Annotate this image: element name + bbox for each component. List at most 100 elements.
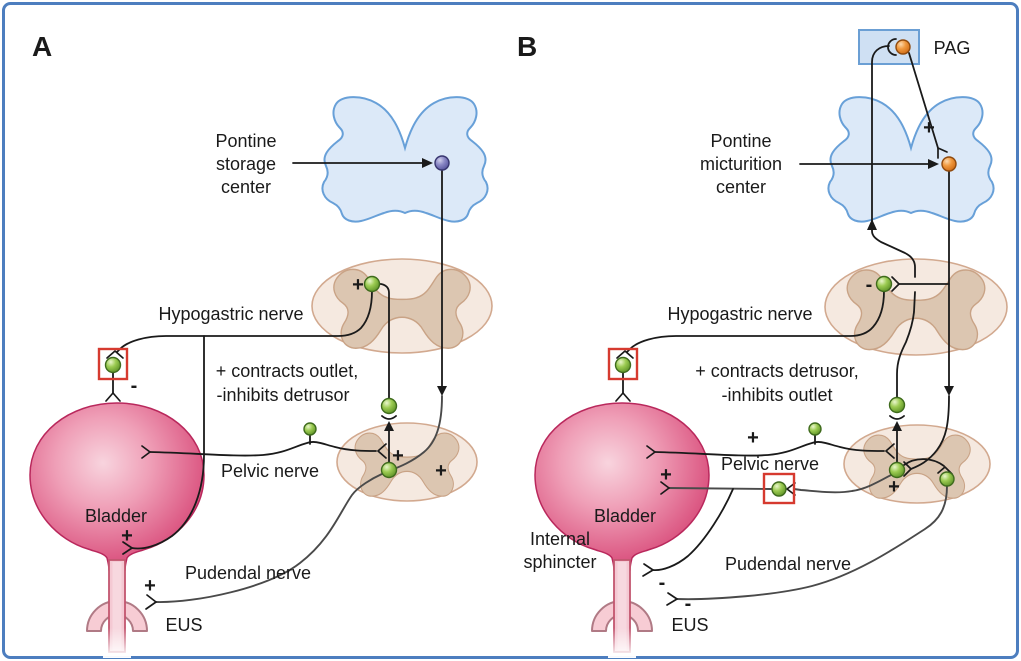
synapse-fork-internal-sphincter: [642, 563, 654, 577]
pudendal-nerve-label-a: Pudendal nerve: [185, 563, 311, 583]
pelvic-afferent-a: [149, 441, 377, 457]
eus-label-b: EUS: [671, 615, 708, 635]
hypogastric-outlet-branch-a: [131, 335, 205, 550]
synapse-fork-bladder-dome-b: [615, 392, 631, 402]
plus-sign: +: [392, 445, 404, 467]
down-arrow-icon: [437, 386, 447, 396]
synapse-fork-detrusor-a: [105, 392, 121, 402]
hypogastric-nerve-path-b: [626, 290, 885, 353]
effect-text-a-line2: -inhibits detrusor: [216, 385, 349, 405]
plus-sign: +: [435, 460, 447, 482]
hypogastric-nerve-path-a: [116, 290, 373, 353]
sympathetic-neuron-b: [875, 275, 893, 293]
pontine-micturition-line2: micturition: [700, 154, 782, 174]
highlight-box-ganglion-b: [607, 347, 639, 381]
pontine-storage-line1: Pontine: [215, 131, 276, 151]
pontine-storage-neuron: [434, 155, 450, 171]
hypogastric-nerve-label-a: Hypogastric nerve: [158, 304, 303, 324]
synapse-fork-eus-b: [666, 592, 678, 606]
synapse-cup-relay-a: [381, 415, 397, 420]
afferent-ending-bladder-a: [141, 445, 151, 459]
up-arrow-icon: [867, 219, 877, 230]
interneuron-to-onuf: [903, 458, 945, 467]
bladder-label-a: Bladder: [85, 506, 147, 526]
pudendal-nerve-path-a: [155, 395, 443, 603]
pudendal-nerve-label-b: Pudendal nerve: [725, 554, 851, 574]
synapse-fork-pmc: [937, 147, 948, 159]
sensory-neuron-b: [808, 422, 822, 436]
afferent-terminal-cord-b: [885, 443, 895, 459]
sympathetic-neuron-a: [363, 275, 381, 293]
labels-a: Pontine storage center Hypogastric nerve…: [85, 131, 447, 635]
pontine-micturition-line3: center: [716, 177, 766, 197]
plus-sign: +: [352, 274, 364, 296]
minus-sign: -: [685, 593, 692, 615]
synapse-fork-detrusor-b: [660, 481, 670, 495]
pontine-micturition-line1: Pontine: [710, 131, 771, 151]
ganglion-neuron-b: [614, 356, 632, 374]
internal-sphincter-branch: [652, 488, 734, 571]
panel-b: B: [517, 29, 1008, 659]
synapse-cup-relay-b: [889, 415, 905, 420]
afferent-terminal-cord-a: [377, 443, 387, 459]
effect-text-a-line1: + contracts outlet,: [216, 361, 359, 381]
highlight-box-pelvic-ganglion: [762, 472, 796, 505]
pag-label: PAG: [934, 38, 971, 58]
right-arrow-icon: [928, 159, 939, 169]
ascending-to-pag-lower: [896, 291, 916, 399]
up-arrow-icon: [384, 421, 394, 431]
thoracolumbar-cord-b: [824, 258, 1008, 356]
sensory-neuron-a: [303, 422, 317, 436]
plus-sign: +: [144, 575, 156, 597]
eus-label-a: EUS: [165, 615, 202, 635]
plus-sign: +: [660, 464, 672, 486]
labels-b: PAG Pontine micturition center Hypogastr…: [523, 38, 970, 635]
relay-neuron-a: [380, 397, 398, 415]
synapse-fork-outlet-a: [122, 541, 133, 555]
minus-sign: -: [131, 375, 138, 397]
plus-sign: +: [923, 117, 935, 139]
panel-a-label: A: [32, 31, 52, 62]
pontine-storage-line3: center: [221, 177, 271, 197]
plus-sign: +: [121, 525, 133, 547]
nerve-pathways-a: [105, 158, 447, 610]
synapse-fork-ganglion-b: [616, 350, 634, 359]
descending-to-sacral: [910, 395, 950, 470]
pudendal-nerve-path-b: [676, 485, 948, 601]
pag-neuron: [895, 39, 911, 55]
plus-sign: +: [747, 427, 759, 449]
synapse-fork-ganglion-a: [106, 350, 124, 359]
pelvic-nerve-label-a: Pelvic nerve: [221, 461, 319, 481]
plus-sign: +: [888, 476, 900, 498]
synapse-fork-eus-a: [145, 594, 157, 610]
thoracolumbar-cord-a: [311, 258, 493, 354]
up-arrow-icon: [892, 421, 902, 431]
effect-text-b-line2: -inhibits outlet: [721, 385, 832, 405]
minus-sign: -: [659, 572, 666, 594]
pontine-micturition-neuron: [941, 156, 957, 172]
effect-text-b-line1: + contracts detrusor,: [695, 361, 859, 381]
neurons-a: [104, 155, 450, 479]
pelvic-efferent-distal: [668, 487, 772, 490]
sacral-interneuron-b: [888, 461, 906, 479]
pelvic-nerve-label-b: Pelvic nerve: [721, 454, 819, 474]
down-arrow-icon: [944, 386, 954, 396]
nerve-pathways-b: [615, 38, 954, 606]
hypogastric-nerve-label-b: Hypogastric nerve: [667, 304, 812, 324]
pag-to-pmc: [908, 52, 939, 149]
ascending-to-pag-upper: [871, 45, 916, 278]
afferent-ending-bladder-b: [646, 445, 656, 459]
pelvic-ganglion-neuron-b: [771, 481, 787, 497]
panel-b-label: B: [517, 31, 537, 62]
minus-sign: -: [866, 274, 873, 296]
synapse-cup-pag: [887, 38, 897, 56]
internal-sphincter-line2: sphincter: [523, 552, 596, 572]
sacral-cord-b: [843, 424, 991, 504]
neurons-b: [614, 39, 957, 497]
pelvic-efferent-proximal: [793, 474, 892, 494]
ascending-projection-a: [378, 283, 390, 400]
onuf-motor-neuron-b: [939, 471, 955, 487]
